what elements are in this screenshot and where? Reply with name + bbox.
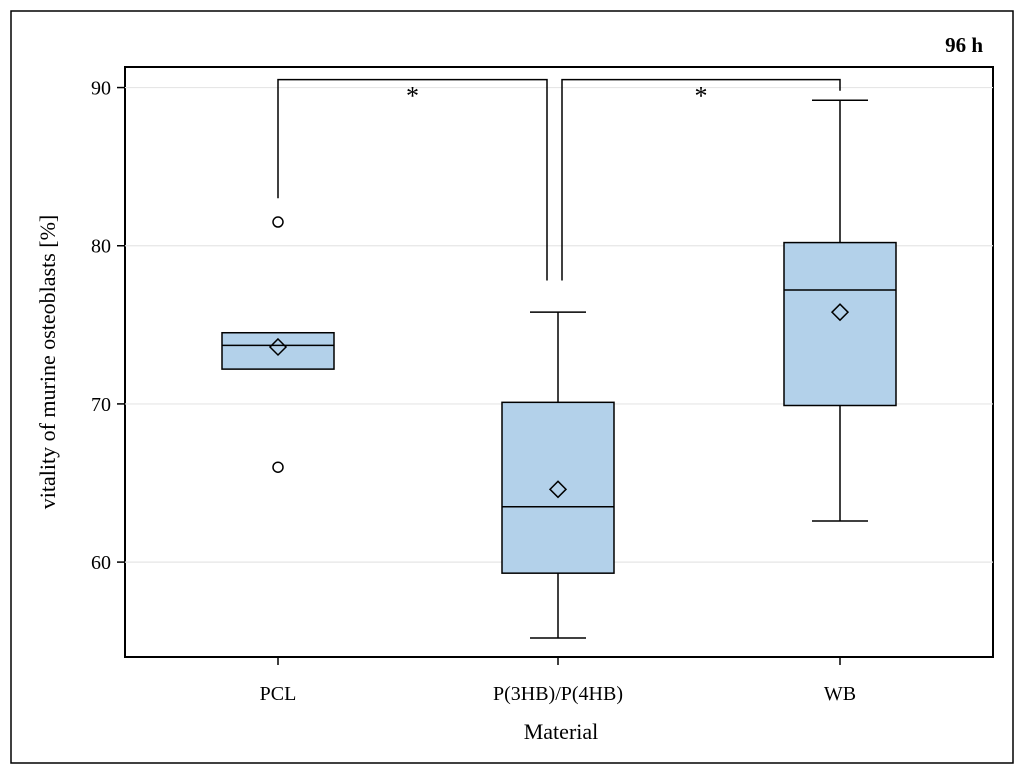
mean-marker [548, 480, 568, 499]
iqr-box [783, 241, 897, 407]
significance-layer: ** [277, 78, 841, 281]
bracket-line [277, 78, 548, 281]
iqr-box [221, 331, 335, 370]
x-tick-label: PCL [260, 683, 297, 705]
outlier-point [272, 216, 284, 228]
y-axis-title: vitality of murine osteoblasts [%] [35, 215, 60, 510]
x-tick-label: WB [824, 683, 856, 705]
significance-bracket: * [277, 78, 548, 281]
y-tick-label: 90 [91, 78, 111, 100]
box-group [783, 99, 897, 522]
y-tick-label: 80 [91, 236, 111, 258]
x-axis-title: Material [524, 719, 599, 744]
significance-label: * [695, 82, 708, 111]
y-tick-label: 70 [91, 394, 111, 416]
corner-label: 96 h [945, 33, 983, 57]
boxes-layer [221, 99, 897, 639]
significance-bracket: * [561, 78, 841, 281]
iqr-box [501, 401, 615, 574]
bracket-line [561, 78, 841, 281]
mean-marker [268, 337, 288, 357]
y-tick-label: 60 [91, 552, 111, 574]
box-group [221, 216, 335, 473]
mean-marker [830, 303, 850, 322]
box-group [501, 311, 615, 639]
outlier-point [272, 461, 284, 473]
x-tick-label: P(3HB)/P(4HB) [493, 683, 623, 705]
significance-label: * [406, 82, 419, 111]
